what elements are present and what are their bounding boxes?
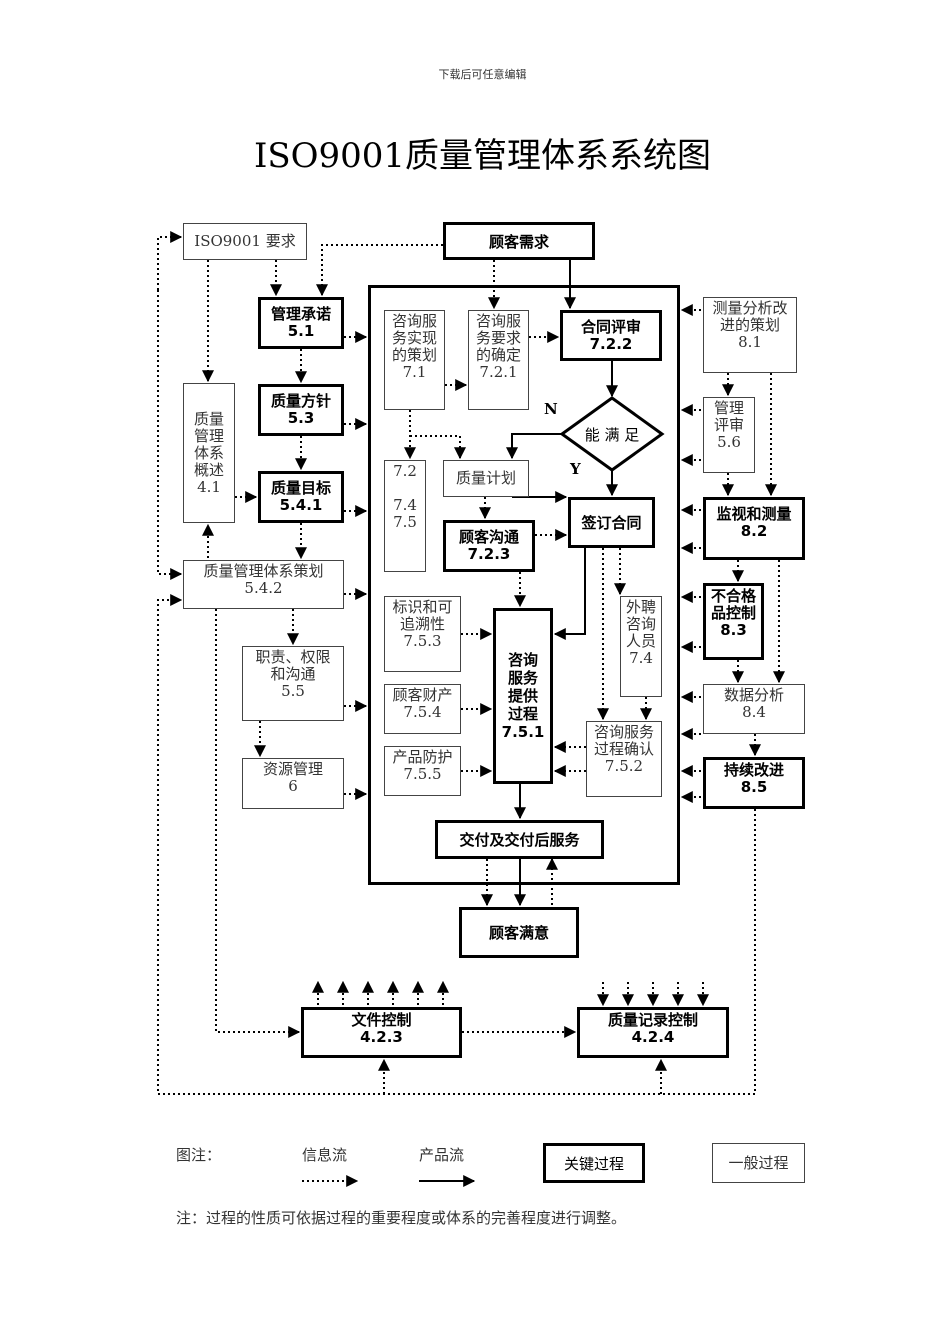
identification-traceability-box: 标识和可 追溯性 7.5.3 [384,596,461,672]
continual-improvement-box: 持续改进 8.5 [703,757,805,809]
management-review-box: 管理 评审 5.6 [703,397,755,473]
page-title: ISO9001质量管理体系系统图 [253,136,712,176]
legend-title: 图注： [176,1146,222,1164]
contract-review-box: 合同评审 7.2.2 [560,310,662,361]
legend-info-flow-label: 信息流 [302,1146,348,1164]
decision-no-label: N [544,400,558,418]
quality-plan-box: 质量计划 [443,460,529,497]
product-preservation-box: 产品防护 7.5.5 [384,746,461,796]
decision-yes-label: Y [570,460,581,478]
info-arrow [215,609,301,1038]
service-provision-box: 咨询 服务 提供 过程 7.5.1 [493,608,553,784]
info-arrow [157,231,183,290]
decision-label: 能 满 足 [584,426,640,444]
quality-policy-box: 质量方针 5.3 [258,384,344,436]
info-arrow [410,435,466,460]
legend-key-process: 关键过程 [543,1143,645,1183]
delivery-box: 交付及交付后服务 [435,820,604,859]
process-validation-box: 咨询服务 过程确认 7.5.2 [586,721,662,797]
iso-requirements-box: ISO9001 要求 [183,223,307,260]
clause-list-box: 7.2 7.4 7.5 [384,460,426,572]
measurement-planning-box: 测量分析改 进的策划 8.1 [703,297,797,373]
external-consultants-box: 外聘 咨询 人员 7.4 [620,596,662,697]
legend-general-process: 一般过程 [712,1143,805,1183]
product-arrow [553,548,586,640]
sign-contract-box: 签订合同 [568,497,655,548]
document-control-box: 文件控制 4.2.3 [301,1007,462,1058]
record-control-box: 质量记录控制 4.2.4 [577,1007,729,1058]
nonconforming-control-box: 不合格 品控制 8.3 [703,583,764,660]
management-commitment-box: 管理承诺 5.1 [258,297,344,349]
flow-arrows [157,231,785,1187]
footnote: 注：过程的性质可依据过程的重要程度或体系的完善程度进行调整。 [176,1209,627,1227]
info-arrow [157,594,756,1095]
customer-communication-box: 顾客沟通 7.2.3 [443,520,535,572]
qms-planning-box: 质量管理体系策划 5.4.2 [183,560,344,609]
service-realization-planning-box: 咨询服 务实现 的策划 7.1 [384,310,445,410]
info-arrow [157,290,183,580]
decision-diamond [559,396,665,472]
data-analysis-box: 数据分析 8.4 [703,684,805,734]
quality-objectives-box: 质量目标 5.4.1 [258,471,344,523]
info-arrow [316,244,443,297]
customer-satisfaction-box: 顾客满意 [459,907,579,958]
header-note: 下载后可任意编辑 [438,68,527,81]
customer-needs-box: 顾客需求 [443,222,595,260]
customer-property-box: 顾客财产 7.5.4 [384,684,461,734]
legend-product-flow-label: 产品流 [419,1146,465,1164]
product-arrow [506,433,562,460]
responsibility-box: 职责、权限 和沟通 5.5 [242,646,344,721]
core-process-frame [368,285,680,885]
resource-management-box: 资源管理 6 [242,758,344,809]
qms-overview-box: 质量 管理 体系 概述 4.1 [183,383,235,523]
monitoring-measurement-box: 监视和测量 8.2 [703,497,805,560]
service-requirements-box: 咨询服 务要求 的确定 7.2.1 [468,310,529,410]
